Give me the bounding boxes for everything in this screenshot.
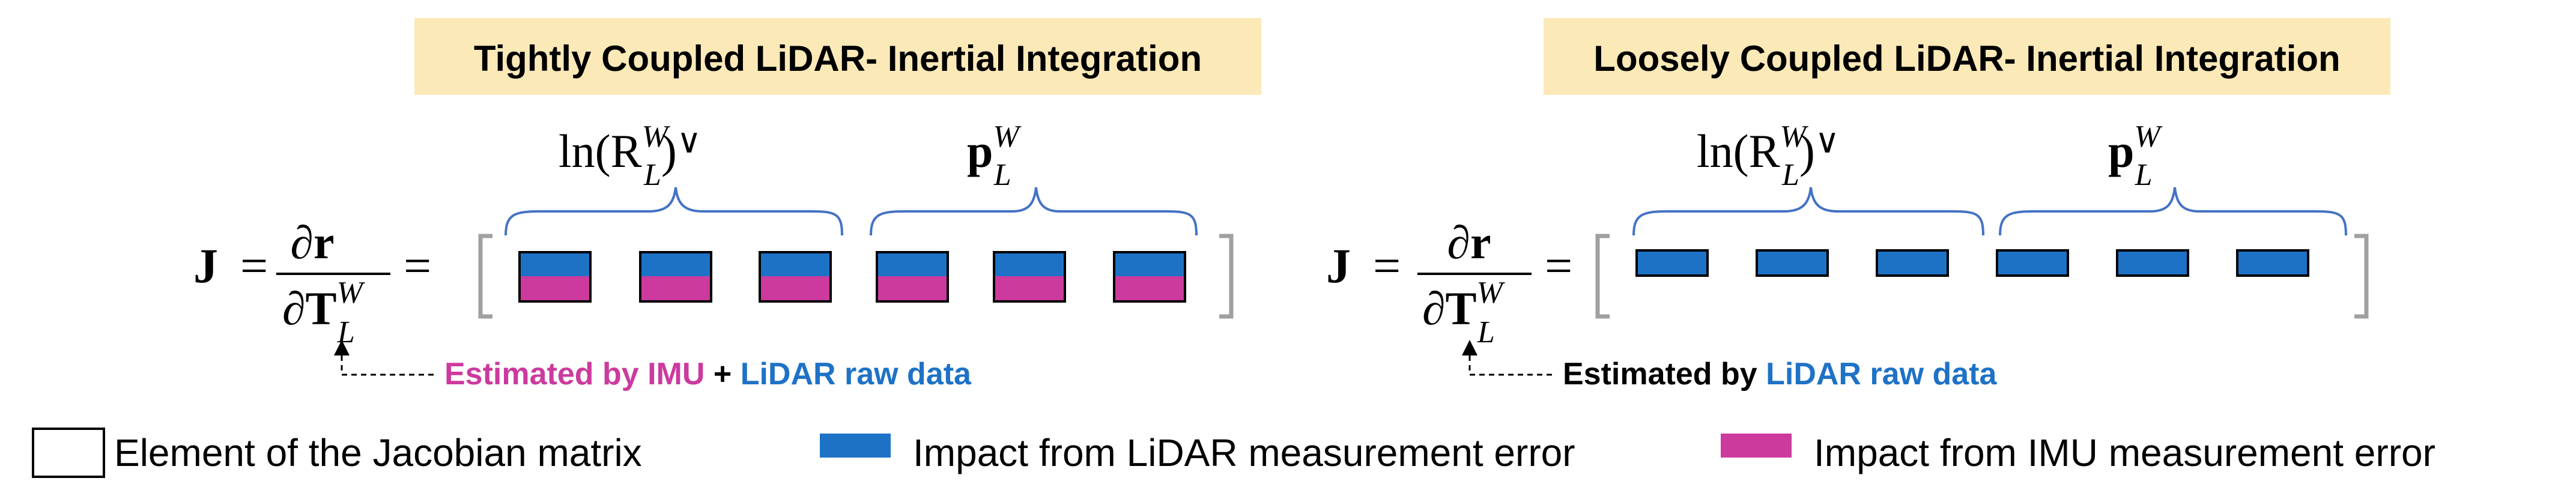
loose-title: Loosely Coupled LiDAR- Inertial Integrat…	[1593, 38, 2340, 79]
loose-position-brace	[1999, 187, 2347, 236]
legend-imu-swatch	[1721, 434, 1792, 458]
loose-right-bracket	[2354, 234, 2369, 319]
tight-rotation-brace	[505, 187, 843, 236]
loose-element-3	[1876, 249, 1949, 277]
loose-left-bracket	[1595, 234, 1610, 319]
legend-lidar-swatch	[820, 434, 891, 458]
loose-element-1	[1635, 249, 1709, 277]
loose-panel: Loosely Coupled LiDAR- Inertial Integrat…	[1326, 18, 2390, 392]
tight-eq-equals-2: =	[404, 238, 431, 293]
legend: Element of the Jacobian matrix Impact fr…	[32, 428, 2435, 478]
loose-arrow-leader	[1468, 355, 1556, 376]
tight-eq-J: J	[193, 238, 218, 293]
tight-position-brace	[870, 187, 1198, 236]
tight-arrow-leader	[341, 355, 437, 376]
loose-eq-numerator: ∂r	[1447, 216, 1491, 268]
tight-panel: Tightly Coupled LiDAR- Inertial Integrat…	[193, 18, 1261, 392]
tight-element-4	[876, 251, 949, 303]
legend-element-swatch	[32, 428, 105, 478]
loose-caption: Estimated by LiDAR raw data	[1563, 357, 1997, 392]
legend-lidar-label: Impact from LiDAR measurement error	[913, 431, 1575, 474]
loose-eq-J: J	[1326, 238, 1351, 293]
tight-eq-equals: =	[240, 238, 268, 293]
loose-title-banner	[1544, 18, 2390, 95]
loose-rotation-brace	[1632, 187, 1984, 236]
tight-element-2	[639, 251, 712, 303]
tight-left-bracket	[478, 234, 492, 319]
tight-arrow-head	[334, 340, 350, 355]
tight-element-6	[1113, 251, 1186, 303]
legend-imu-label: Impact from IMU measurement error	[1814, 431, 2435, 474]
tight-element-3	[759, 251, 832, 303]
loose-element-4	[1996, 249, 2069, 277]
loose-eq-equals-2: =	[1545, 238, 1572, 293]
legend-element-label: Element of the Jacobian matrix	[114, 431, 642, 474]
loose-element-5	[2116, 249, 2189, 277]
tight-title: Tightly Coupled LiDAR- Inertial Integrat…	[474, 38, 1202, 79]
tight-title-banner	[414, 18, 1261, 95]
tight-element-1	[518, 251, 592, 303]
tight-element-5	[993, 251, 1066, 303]
tight-eq-numerator: ∂r	[290, 216, 334, 268]
tight-caption: Estimated by IMU + LiDAR raw data	[444, 357, 972, 392]
loose-element-6	[2236, 249, 2309, 277]
loose-arrow-head	[1462, 340, 1477, 355]
tight-right-bracket	[1219, 234, 1234, 319]
loose-eq-equals: =	[1373, 238, 1401, 293]
loose-element-2	[1756, 249, 1829, 277]
